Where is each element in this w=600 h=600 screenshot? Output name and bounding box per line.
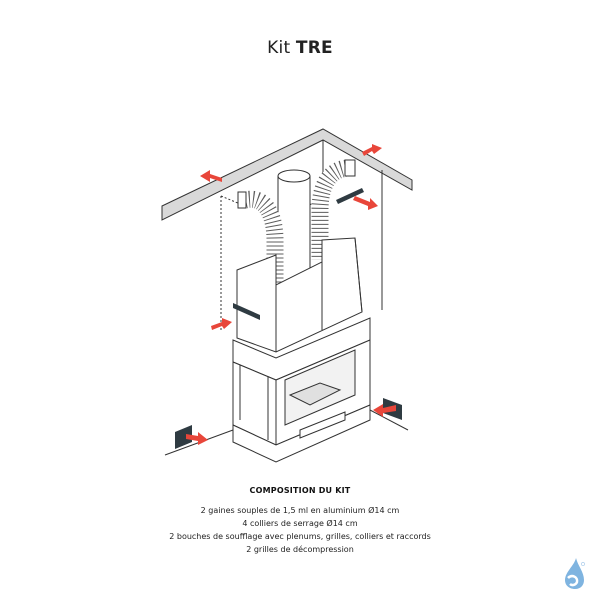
ceiling bbox=[161, 128, 413, 221]
arrow-icon bbox=[353, 196, 378, 210]
left-flexible-duct bbox=[237, 190, 284, 285]
hood-left-grille bbox=[233, 303, 260, 320]
arrow-icon bbox=[373, 404, 396, 417]
water-drop-logo-icon bbox=[565, 558, 585, 589]
arrow-icon bbox=[200, 170, 222, 182]
ash-drawer bbox=[299, 411, 346, 439]
airflow-arrows bbox=[186, 144, 396, 445]
kit-item: 2 grilles de décompression bbox=[246, 545, 354, 554]
title-kit-name: TRE bbox=[295, 38, 333, 58]
right-supply-grille bbox=[336, 188, 364, 204]
firebox bbox=[284, 349, 356, 426]
arrow-icon bbox=[186, 432, 208, 445]
kit-heading: COMPOSITION DU KIT bbox=[249, 486, 351, 495]
title-prefix: Kit bbox=[267, 38, 291, 58]
floor-left-grille bbox=[175, 425, 192, 449]
arrow-icon bbox=[362, 144, 382, 156]
kit-item: 2 gaines souples de 1,5 ml en aluminium … bbox=[200, 506, 400, 515]
page-title: Kit TRE bbox=[0, 38, 600, 58]
kit-item: 2 bouches de soufflage avec plenums, gri… bbox=[169, 532, 431, 541]
right-flexible-duct bbox=[311, 159, 356, 260]
arrow-icon bbox=[211, 318, 232, 330]
kit-item: 4 colliers de serrage Ø14 cm bbox=[242, 519, 358, 528]
kit-composition: COMPOSITION DU KIT 2 gaines souples de 1… bbox=[0, 486, 600, 556]
fireplace-hood bbox=[236, 237, 363, 353]
